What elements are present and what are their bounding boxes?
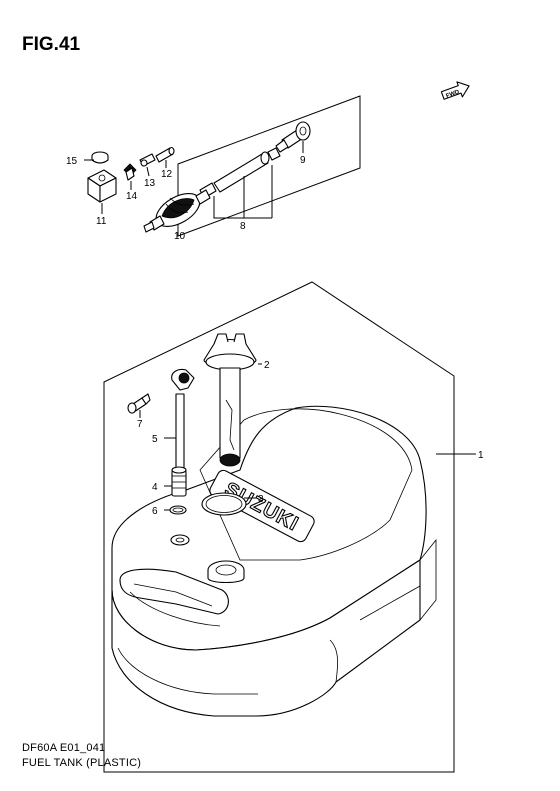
- part-13-fitting: [139, 153, 156, 167]
- part-1-fuel-tank: SUZUKI: [111, 405, 437, 717]
- callout-8: 8: [240, 221, 246, 232]
- fwd-arrow-icon: FWD: [440, 81, 470, 100]
- callout-12: 12: [161, 169, 173, 180]
- fuel-line-group: [84, 95, 361, 237]
- callout-1: 1: [478, 450, 484, 461]
- part-4-strainer: [171, 466, 187, 497]
- part-3-o-ring: [201, 492, 247, 516]
- part-7-fitting: [127, 393, 151, 414]
- callout-5: 5: [152, 434, 158, 445]
- figure-title: FIG.41: [22, 34, 81, 55]
- fwd-label: FWD: [445, 89, 461, 100]
- diagram-code: DF60A E01_041: [22, 742, 106, 754]
- part-2-fuel-gauge: [203, 333, 257, 467]
- callout-labels: 1 2 3 4 5 6 7 8 9 10 11 12 13 14 15: [66, 155, 484, 517]
- callout-13: 13: [144, 178, 156, 189]
- callout-3: 3: [258, 494, 264, 505]
- part-10-primer-bulb: [143, 189, 211, 233]
- part-8-hose: [199, 147, 281, 199]
- part-12-hose-piece: [155, 146, 175, 163]
- diagram-caption: FUEL TANK (PLASTIC): [22, 757, 142, 769]
- callout-15: 15: [66, 156, 78, 167]
- part-6-seal-ring: [169, 505, 187, 515]
- callout-10: 10: [174, 231, 186, 242]
- callout-4: 4: [152, 482, 158, 493]
- part-5-pickup-tube: [171, 368, 195, 471]
- callout-6: 6: [152, 506, 158, 517]
- part-9-connector: [275, 121, 311, 153]
- part-15-cap: [91, 151, 109, 164]
- part-11-connector-block: [87, 169, 117, 203]
- callout-14: 14: [126, 191, 138, 202]
- callout-9: 9: [300, 155, 306, 166]
- callout-7: 7: [137, 419, 143, 430]
- part-14-clip: [123, 163, 137, 181]
- callout-11: 11: [96, 216, 107, 227]
- callout-2: 2: [264, 360, 270, 371]
- fuel-tank-group: SUZUKI: [103, 281, 476, 773]
